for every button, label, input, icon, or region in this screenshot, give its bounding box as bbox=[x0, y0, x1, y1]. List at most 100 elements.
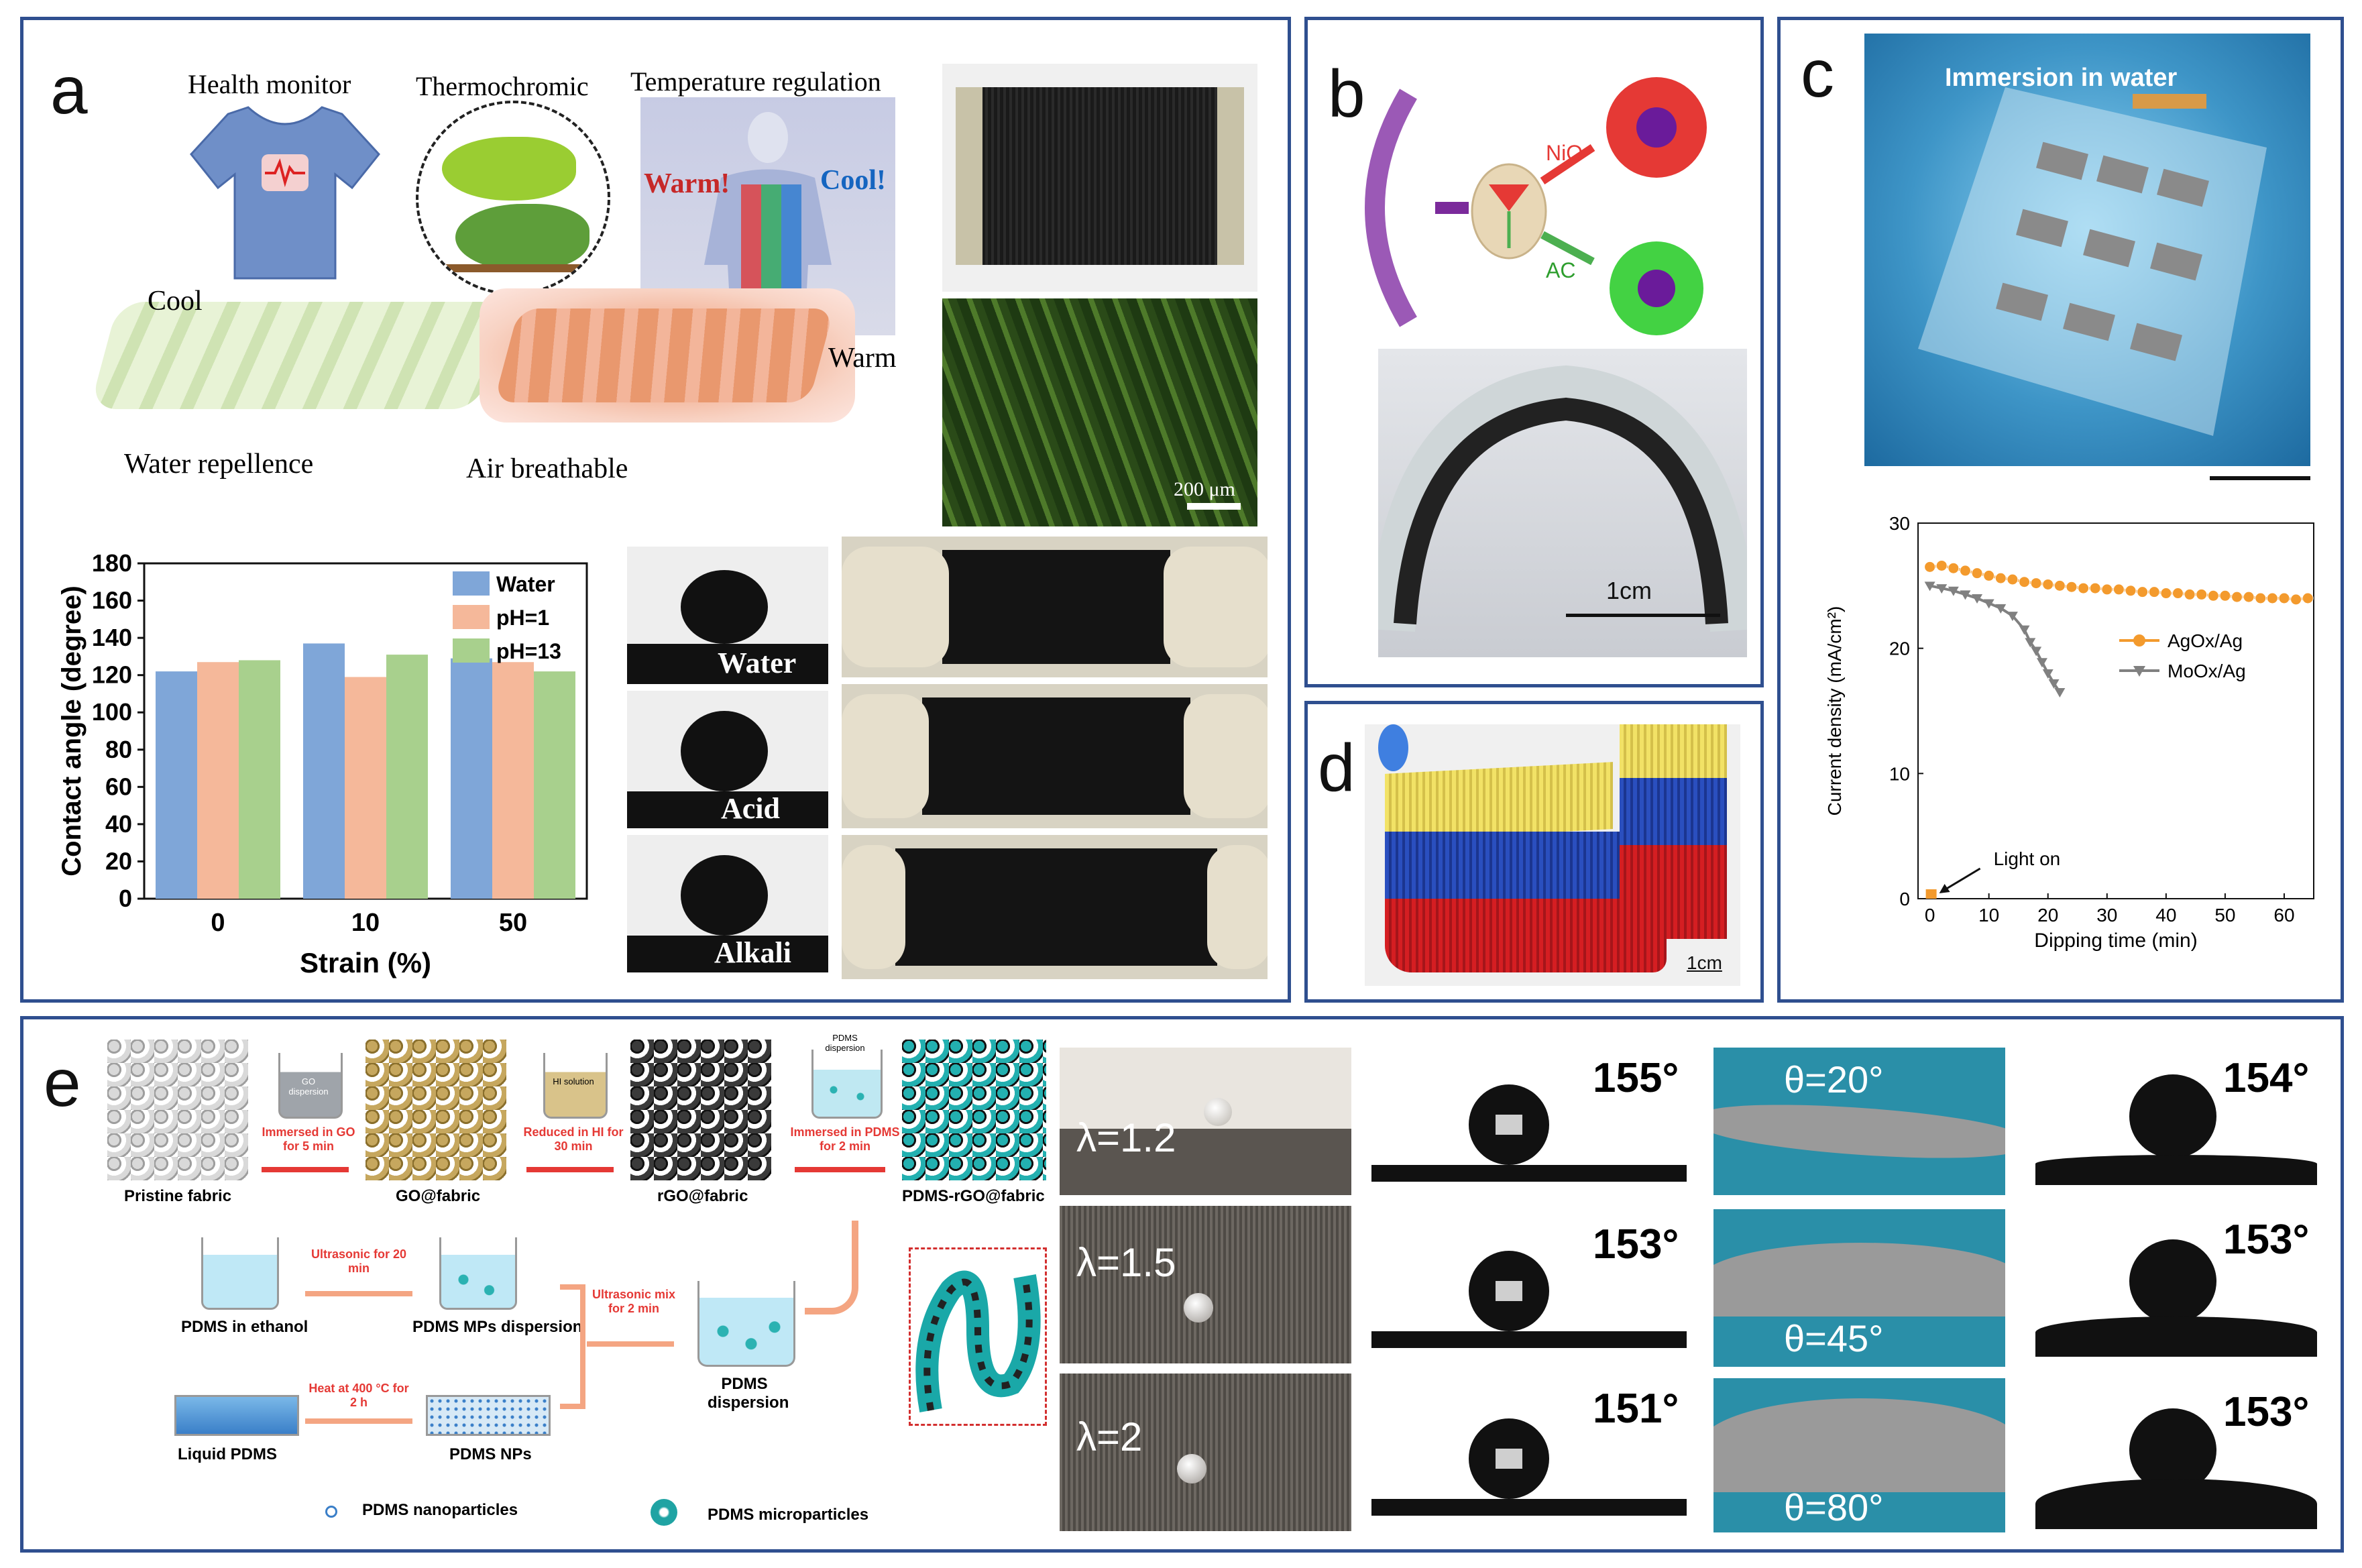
theta-label-2: θ=45° bbox=[1784, 1317, 1884, 1359]
line-point-agox bbox=[1994, 572, 2007, 584]
panel-b-letter: b bbox=[1328, 56, 1365, 131]
line-point-agox bbox=[1971, 567, 1983, 579]
go-fabric-image bbox=[365, 1040, 506, 1180]
stretch-photo-2 bbox=[842, 684, 1268, 828]
micro-legend-label: PDMS microparticles bbox=[708, 1506, 869, 1524]
bar-x-tick-label: 10 bbox=[351, 909, 380, 937]
go-beaker bbox=[278, 1053, 343, 1119]
bar-y-axis-label: Contact angle (degree) bbox=[57, 585, 87, 876]
line-legend-label: MoOx/Ag bbox=[2168, 661, 2246, 681]
scale-1cm-label: 1cm bbox=[1606, 577, 1652, 604]
line-point-agox bbox=[2125, 585, 2137, 597]
line-point-agox bbox=[1948, 562, 1960, 574]
lambda-label-2: λ=1.5 bbox=[1076, 1240, 1176, 1285]
pdms-ethanol-label: PDMS in ethanol bbox=[181, 1318, 308, 1336]
nio-label: NiO bbox=[1546, 141, 1583, 165]
theta-photo-3: θ=80° bbox=[1713, 1378, 2005, 1532]
panel-b: b NiO AC 1cm bbox=[1304, 17, 1764, 687]
bar-x-axis-label: Strain (%) bbox=[300, 947, 431, 978]
bar-x-tick-label: 50 bbox=[499, 909, 527, 937]
bar-legend-swatch bbox=[453, 571, 490, 596]
arrow-step1 bbox=[262, 1167, 349, 1172]
bar-y-tick-label: 60 bbox=[105, 773, 132, 800]
bent-angle-label-1: 154° bbox=[2223, 1055, 2310, 1101]
panel-d-scale-label: 1cm bbox=[1687, 952, 1722, 973]
bent-angle-photo-3: 153° bbox=[2035, 1378, 2317, 1532]
step3-label: Immersed in PDMS for 2 min bbox=[790, 1125, 900, 1153]
bar-ph1 bbox=[197, 662, 239, 899]
line-point-agox bbox=[2148, 586, 2160, 598]
line-x-tick-label: 10 bbox=[1978, 905, 1999, 926]
chameleon-icon bbox=[416, 101, 610, 295]
light-on-label: Light on bbox=[1994, 848, 2061, 869]
step1-label: Immersed in GO for 5 min bbox=[262, 1125, 355, 1153]
nano-legend-label: PDMS nanoparticles bbox=[362, 1501, 518, 1519]
mps-beaker bbox=[439, 1237, 517, 1310]
lambda-label-1: λ=1.2 bbox=[1076, 1115, 1176, 1160]
line-point-moox bbox=[1924, 581, 1935, 592]
line-point-agox bbox=[2243, 591, 2255, 603]
line-y-tick-label: 10 bbox=[1889, 763, 1910, 784]
scale-bar-label: 200 μm bbox=[1174, 478, 1235, 500]
line-point-agox bbox=[2078, 582, 2090, 594]
bar-ph13 bbox=[534, 671, 575, 899]
rgo-fabric-label: rGO@fabric bbox=[657, 1187, 748, 1205]
arrow-heat bbox=[305, 1418, 412, 1424]
bar-legend-swatch bbox=[453, 605, 490, 629]
pdms-nps-tray bbox=[426, 1395, 551, 1436]
line-point-agox bbox=[2196, 588, 2208, 600]
cool-exclaim-label: Cool! bbox=[820, 165, 886, 196]
line-x-tick-label: 50 bbox=[2214, 905, 2235, 926]
pdms-dispersion-beaker2 bbox=[697, 1281, 795, 1367]
angle-photo-2: 153° bbox=[1371, 1214, 1687, 1361]
nano-legend-marker bbox=[325, 1506, 337, 1518]
line-point-agox bbox=[2290, 594, 2302, 606]
line-point-agox bbox=[2101, 583, 2113, 596]
line-point-agox bbox=[2255, 592, 2267, 604]
angle-label-2: 153° bbox=[1593, 1221, 1679, 1268]
bar-ph13 bbox=[239, 660, 280, 899]
line-point-moox bbox=[2054, 688, 2066, 697]
panel-d: d 1cm bbox=[1304, 701, 1764, 1003]
light-on-arrow bbox=[1942, 867, 1981, 892]
line-point-agox bbox=[2207, 590, 2219, 602]
line-point-moox bbox=[2036, 658, 2047, 668]
warm-label: Warm bbox=[828, 343, 897, 374]
bar-y-tick-label: 80 bbox=[105, 736, 132, 763]
line-point-moox bbox=[2007, 612, 2018, 622]
bar-y-tick-label: 160 bbox=[92, 587, 132, 614]
pdms-dispersion-beaker-label: PDMS dispersion bbox=[825, 1033, 865, 1053]
line-point-agox bbox=[2042, 578, 2054, 590]
line-point-agox bbox=[2030, 577, 2042, 590]
colored-fabric-photo: 1cm bbox=[1365, 724, 1740, 986]
line-x-tick-label: 30 bbox=[2096, 905, 2117, 926]
line-point-moox bbox=[1995, 604, 2007, 614]
panel-e-letter: e bbox=[44, 1046, 81, 1121]
line-point-agox bbox=[2019, 576, 2031, 588]
bar-ph1 bbox=[492, 662, 534, 899]
arrow-step2 bbox=[526, 1167, 614, 1172]
line-x-tick-label: 60 bbox=[2273, 905, 2294, 926]
theta-photo-1: θ=20° bbox=[1713, 1048, 2005, 1195]
panel-e: e Pristine fabric GO@fabric rGO@fabric P… bbox=[20, 1016, 2344, 1553]
line-point-agox bbox=[2137, 586, 2149, 598]
pdms-ethanol-beaker bbox=[201, 1237, 279, 1310]
pdms-rgo-fabric-image bbox=[902, 1040, 1046, 1180]
step2-label: Reduced in HI for 30 min bbox=[523, 1125, 624, 1153]
droplet-acid-image: Acid bbox=[627, 691, 828, 828]
health-monitor-label: Health monitor bbox=[188, 69, 351, 99]
theta-label-1: θ=20° bbox=[1784, 1058, 1884, 1101]
sem-image: 200 μm bbox=[942, 298, 1257, 526]
hi-beaker bbox=[543, 1053, 608, 1119]
arrow-ultrasonic20 bbox=[305, 1291, 412, 1296]
bar-ph13 bbox=[386, 655, 428, 899]
pdms-nps-label: PDMS NPs bbox=[449, 1445, 532, 1463]
pdms-rgo-fabric-label: PDMS-rGO@fabric bbox=[902, 1187, 1045, 1205]
micro-legend-marker bbox=[651, 1499, 677, 1526]
droplet-alkali-image: Alkali bbox=[627, 835, 828, 972]
panel-a: a Health monitor Thermochromic Temperatu… bbox=[20, 17, 1291, 1003]
line-legend-marker bbox=[2133, 666, 2145, 677]
line-point-agox bbox=[2184, 588, 2196, 600]
